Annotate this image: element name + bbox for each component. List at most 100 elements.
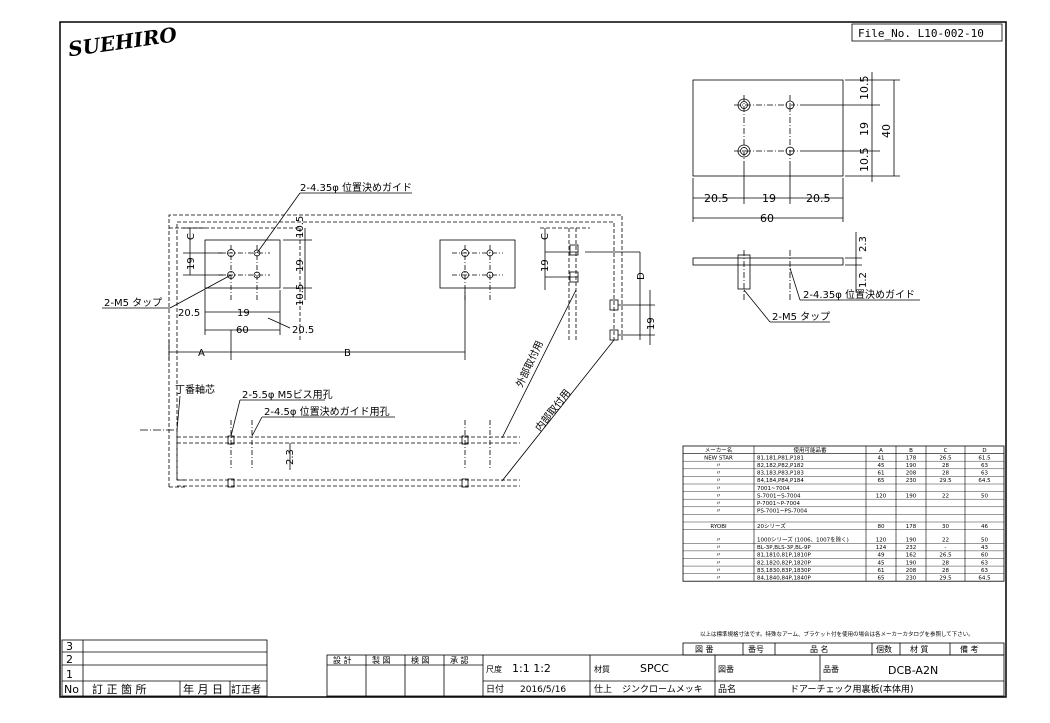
spec-table-cell: 65: [878, 478, 885, 484]
spec-table-cell: 178: [906, 455, 917, 461]
spec-table-cell: 〃: [716, 509, 722, 515]
spec-table-cell: 120: [876, 537, 887, 543]
spec-table-cell: 190: [906, 537, 917, 543]
dim-text: C: [186, 233, 197, 240]
dim-text: 20.5: [704, 192, 729, 205]
parts-list-header: 番号: [748, 644, 764, 654]
spec-table-cell: 64.5: [978, 575, 991, 581]
logo-text: SUEHIRO: [67, 22, 179, 61]
main-drawing-labels: 2-4.35φ 位置決めガイド 2-M5 タップ C 19 10.5 19 10…: [104, 181, 657, 465]
spec-table-cell: 124: [876, 545, 887, 551]
spec-table-cell: 84,184,P84,P184: [757, 478, 804, 484]
spec-table-cell: RYOBI: [710, 524, 727, 530]
parts-list-header: 備 考: [960, 644, 979, 654]
spec-table-cell: 41: [878, 455, 885, 461]
spec-table-cell: 63: [981, 568, 988, 574]
spec-table-cell: 28: [942, 463, 949, 469]
spec-table-cell: 〃: [716, 568, 722, 574]
finish-value: ジンクロームメッキ: [622, 684, 703, 695]
approval-label: 検 図: [411, 655, 430, 665]
spec-table-cell: 〃: [716, 471, 722, 477]
spec-table-cell: 29.5: [939, 478, 952, 484]
dim-text: C: [540, 233, 551, 240]
dim-text: 10.5: [858, 148, 871, 173]
spec-table-cell: 63: [981, 471, 988, 477]
top-plate-view: [692, 72, 900, 222]
spec-table-cell: 28: [942, 568, 949, 574]
spec-table-cell: 81,1810,81P,1810P: [757, 553, 812, 559]
side-view: [692, 232, 920, 323]
spec-table-cell: 30: [942, 524, 949, 530]
spec-table-note: 以上は標準規格寸法です。特殊なアーム、ブラケット付を使用の場合は各メーカーカタロ…: [700, 630, 974, 638]
dim-text: 20.5: [292, 325, 314, 336]
parts-list-header: 図 番: [695, 644, 714, 654]
spec-table-cell: 〃: [716, 545, 722, 551]
spec-table-cell: 〃: [716, 553, 722, 559]
dim-text: 19: [237, 308, 250, 319]
dim-text: 60: [760, 212, 774, 225]
door-outline: [168, 214, 623, 488]
drawing-no-label: 図番: [718, 664, 734, 674]
spec-table-cell: 61: [878, 471, 885, 477]
spec-table-header: D: [982, 448, 986, 454]
dim-text: 2.3: [285, 449, 296, 465]
spec-table-cell: 178: [906, 524, 917, 530]
sheet-border: [59, 21, 1007, 698]
note-hole-screw: 2-5.5φ M5ビス用孔: [242, 389, 333, 401]
revision-header: 訂正者: [231, 683, 261, 696]
spec-table-cell: 232: [906, 545, 917, 551]
note-hole-guide: 2-4.5φ 位置決めガイド用孔: [264, 405, 390, 418]
spec-table-cell: PS-7001~PS-7004: [757, 509, 808, 515]
plate-outline: [692, 79, 844, 177]
part-name-label: 品名: [718, 683, 736, 695]
spec-table-cell: 20シリーズ: [757, 522, 786, 530]
spec-table-cell: 〃: [716, 486, 722, 492]
spec-table-cell: 50: [981, 537, 988, 543]
dim-text: 60: [236, 325, 249, 336]
dim-text: D: [636, 272, 647, 280]
material-label: 材質: [594, 664, 610, 674]
dim-text: 1.2: [858, 272, 869, 288]
note-guide: 2-4.35φ 位置決めガイド: [300, 181, 412, 194]
spec-table-cell: S-7001~S-7004: [757, 493, 801, 499]
spec-table-cell: 80: [878, 524, 885, 530]
spec-table-cell: 81,181,P81,P181: [757, 455, 804, 461]
spec-table-cell: 〃: [716, 478, 722, 484]
label-outer-mount: 外部取付用: [513, 338, 546, 389]
spec-table-cell: 26.5: [939, 553, 952, 559]
spec-table-cell: 〃: [716, 537, 722, 543]
revision-header: 訂 正 箇 所: [92, 682, 147, 696]
spec-table-cell: 190: [906, 463, 917, 469]
spec-table-cell: 82,182,P82,P182: [757, 463, 804, 469]
spec-table-header: C: [944, 448, 948, 454]
side-view-labels: 2.3 1.2 2-4.35φ 位置決めガイド 2-M5 タップ: [772, 236, 915, 323]
spec-table-cell: 28: [942, 471, 949, 477]
dim-text: 2.3: [858, 236, 869, 252]
spec-table-cell: 26.5: [939, 455, 952, 461]
spec-table-header: A: [879, 448, 883, 454]
spec-table-cell: 22: [942, 537, 949, 543]
parts-list-header: 品 名: [810, 644, 829, 654]
spec-table-header: 使用可能品番: [793, 446, 827, 454]
dim-text: 19: [186, 257, 197, 270]
scale-value: 1:1 1:2: [512, 662, 551, 675]
spec-table-cell: 〃: [716, 463, 722, 469]
spec-table-cell: -: [945, 545, 947, 551]
spec-table-cell: 49: [878, 553, 885, 559]
approval-label: 製 図: [372, 655, 391, 665]
dim-text: 40: [880, 124, 893, 138]
spec-table-cell: 7001~7004: [757, 486, 790, 492]
label-inner-mount: 内部取付用: [532, 386, 573, 433]
revision-header: 年 月 日: [183, 682, 223, 696]
spec-table-cell: 61.5: [978, 455, 991, 461]
spec-table-cell: BL-3P,BLS-3P,BL-9P: [757, 545, 811, 551]
spec-table-cell: 43: [981, 545, 988, 551]
spec-table-cell: 〃: [716, 560, 722, 566]
date-label: 日付: [486, 684, 504, 695]
material-value: SPCC: [640, 662, 669, 675]
revision-labels: 3 2 1 No 訂 正 箇 所 年 月 日 訂正者: [64, 640, 261, 696]
spec-table-cell: P-7001~P-7004: [757, 501, 800, 507]
part-no-value: DCB-A2N: [888, 664, 938, 677]
